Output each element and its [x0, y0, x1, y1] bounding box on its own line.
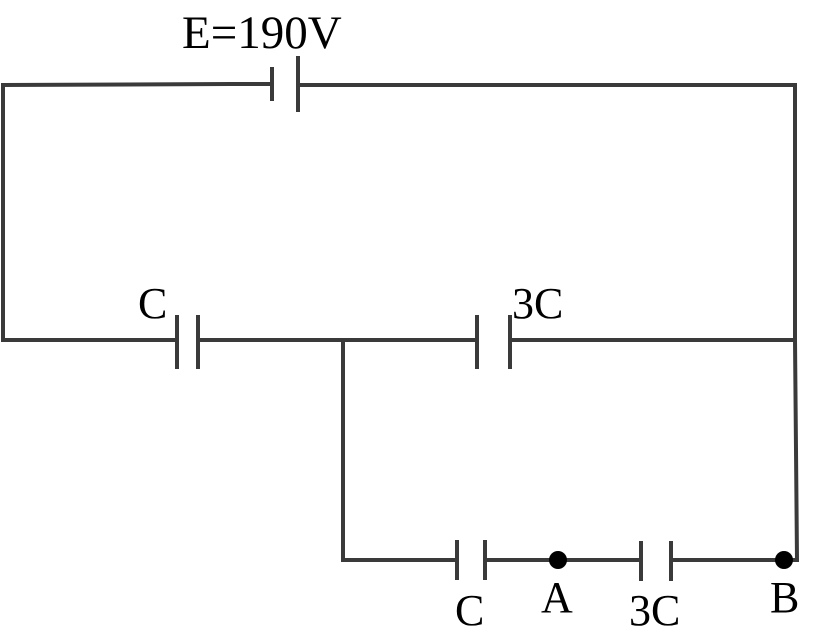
wire-top-left	[0, 82, 273, 88]
node-a-dot	[549, 551, 567, 569]
cap-top-right-label: 3C	[512, 279, 564, 328]
cap-bottom-right-label: 3C	[629, 586, 681, 635]
node-a-label: A	[541, 573, 573, 622]
node-b-label: B	[770, 573, 800, 622]
node-b-dot	[775, 551, 793, 569]
wire-top-right	[296, 83, 797, 342]
wire-left	[1, 83, 179, 342]
cap-bottom-left-label: C	[455, 586, 485, 635]
wire-right-down	[783, 337, 800, 562]
wire-junction-down	[341, 338, 459, 562]
cap-top-left-label: C	[138, 279, 168, 328]
emf-label: E=190V	[182, 7, 342, 59]
